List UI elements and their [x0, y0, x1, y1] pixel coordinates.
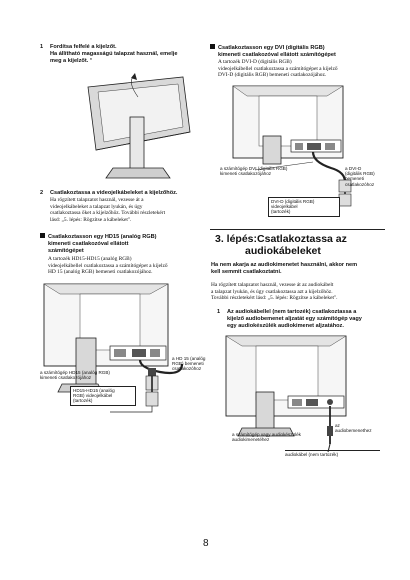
step2-title: Csatlakoztassa a videojelkábeleket a kij…	[50, 190, 178, 196]
dvi-body-3: DVI-D (digitális RGB) bemeneti csatlakoz…	[218, 72, 327, 79]
hd15-title-2: kimeneti csatlakozóval ellátott	[48, 240, 129, 247]
step1-note-ref: *	[89, 57, 92, 64]
audio-connection-figure	[225, 335, 347, 453]
dvi-cable-l1: DVI-D (digitális RGB)	[271, 199, 315, 204]
step3-item1-line2: kijelző audiobemenet aljzatát egy számít…	[227, 315, 362, 322]
audio-input-l2: audiobemenethez	[335, 428, 372, 434]
step3-body: Ha rögzített talapzatot használ, vezesse…	[211, 282, 399, 302]
step3-intro-2: kell semmit csatlakoztatni.	[211, 268, 282, 275]
dvi-cable-label: DVI-D (digitális RGB) videojelkábel (tar…	[268, 197, 340, 217]
step2-body-1: Ha rögzített talapzatot használ, vezesse…	[50, 197, 144, 203]
step3-intro-1: Ha nem akarja az audiokimenetet használn…	[211, 262, 358, 268]
hd15-cable-l1: HD15-HD15 (analóg	[73, 388, 115, 393]
hd15-cable-l2: RGB) videojelkábel	[73, 393, 113, 399]
hd15-cable-l3: (tartozék)	[73, 398, 93, 404]
step3-item1-number: 1	[217, 309, 221, 315]
step1-block: 1 Fordítsa felfelé a kijelzőt. Ha állíth…	[40, 44, 210, 64]
hd15-title-3: számítógépet	[48, 247, 84, 254]
step3-heading-1: 3. lépés:Csatlakoztassa az	[215, 233, 347, 245]
hd15-computer-label: a számítógép HD15 (analóg RGB) kimeneti …	[40, 370, 150, 380]
dvi-title-1: Csatlakoztasson egy DVI (digitális RGB)	[218, 45, 325, 51]
step1-number: 1	[40, 44, 44, 50]
section-hd15-body: A tartozék HD15-HD15 (analóg RGB) videoj…	[48, 256, 228, 276]
dvi-computer-label: a számítógép DVI (digitális RGB) kimenet…	[220, 166, 320, 176]
step1-line3: meg a kijelzőt.	[50, 57, 89, 64]
step2-body: Ha rögzített talapzatot használ, vezesse…	[50, 197, 225, 223]
dvi-cable-l3: (tartozék)	[271, 209, 291, 215]
step1-line2: Ha állítható magasságú talapzat használ,…	[50, 50, 178, 57]
section-bullet	[40, 233, 45, 238]
audio-comp-l2: audiokimenetéhez	[232, 437, 270, 443]
step1-line1: Fordítsa felfelé a kijelzőt.	[50, 44, 117, 50]
step3-intro: Ha nem akarja az audiokimenetet használn…	[211, 262, 396, 276]
step3-heading: 3. lépés:Csatlakoztassa az audiokábeleke…	[215, 233, 395, 257]
step2-number: 2	[40, 190, 44, 196]
section-bullet	[210, 44, 215, 49]
dvi-title-2: kimeneti csatlakozóval ellátott számítóg…	[218, 51, 336, 58]
dvi-connection-figure	[232, 85, 352, 207]
dvi-body-1: A tartozék DVI-D (digitális RGB)	[218, 59, 292, 65]
step2-body-3: csatlakoztassa őket a kijelzőhöz. Tovább…	[50, 210, 166, 217]
step3-item1-line1: Az audiokábellel (nem tartozék) csatlako…	[227, 309, 357, 315]
audio-input-label: az audiobemenethez	[335, 423, 395, 433]
step3-body-2: a talapzat lyukán, és úgy csatlakoztassa…	[211, 288, 333, 295]
audio-comp-l1: a számítógép vagy audiokészülék	[232, 432, 301, 437]
hd15-input-label: a HD 15 (analóg RGB) bemeneti csatlakozó…	[172, 356, 222, 372]
dvi-input-l1: a DVI-D	[345, 166, 362, 171]
dvi-input-label: a DVI-D (digitális RGB) bemeneti csatlak…	[345, 166, 395, 187]
dvi-cable-l2: videojelkábel	[271, 204, 298, 210]
hd15-body-1: A tartozék HD15-HD15 (analóg RGB)	[48, 256, 132, 262]
hd15-comp-l2: kimeneti csatlakozójához	[40, 375, 92, 381]
dvi-input-l2: (digitális RGB)	[345, 171, 375, 177]
dvi-input-l4: csatlakozóhoz	[345, 181, 375, 187]
section-dvi-body: A tartozék DVI-D (digitális RGB) videoje…	[218, 59, 398, 79]
hd15-input-l1: a HD 15 (analóg	[172, 356, 206, 361]
step3-body-3: További részletekért lásd: „5. lépés: Rö…	[211, 295, 338, 302]
section-hd15-title: Csatlakoztasson egy HD15 (analóg RGB) ki…	[40, 233, 220, 255]
hd15-body-2: videojelkábellel csatlakoztassa a számít…	[48, 262, 168, 269]
hd15-input-l3: csatlakozóhoz	[172, 366, 202, 372]
step2-body-2: videojelkábeleket a talapzat lyukán, és …	[50, 203, 143, 210]
step3-item1-line3: egy audiokészülék audiokimenet aljzatáho…	[227, 322, 344, 329]
step3-rule	[210, 229, 385, 230]
hd15-cable-label: HD15-HD15 (analóg RGB) videojelkábel (ta…	[70, 386, 136, 406]
dvi-comp-l1: a számítógép DVI (digitális RGB)	[220, 166, 288, 171]
step3-body-1: Ha rögzített talapzatot használ, vezesse…	[211, 282, 334, 288]
step2-body-4: lásd: „5. lépés: Rögzítse a kábeleket".	[50, 216, 132, 223]
dvi-input-l3: bemeneti	[345, 176, 364, 182]
step3-item1: 1 Az audiokábellel (nem tartozék) csatla…	[217, 309, 402, 329]
page-number: 8	[203, 538, 209, 549]
audio-cable-label: audiokábel (nem tartozék)	[285, 450, 380, 457]
hd15-title-1: Csatlakoztasson egy HD15 (analóg RGB)	[48, 234, 157, 240]
monitor-back-figure	[87, 73, 191, 179]
audio-input-l1: az	[335, 423, 340, 428]
section-dvi-title: Csatlakoztasson egy DVI (digitális RGB) …	[210, 44, 390, 59]
dvi-comp-l2: kimeneti csatlakozójához	[220, 171, 272, 177]
audio-computer-label: a számítógép vagy audiokészülék audiokim…	[232, 432, 342, 442]
hd15-comp-l1: a számítógép HD15 (analóg RGB)	[40, 370, 110, 375]
dvi-body-2: videojelkábellel csatlakoztassa a számít…	[218, 65, 338, 72]
step2-block: 2 Csatlakoztassa a videojelkábeleket a k…	[40, 190, 220, 197]
hd15-body-3: HD 15 (analóg RGB) bemeneti csatlakozójá…	[48, 269, 153, 276]
step3-heading-2: audiokábeleket	[245, 245, 321, 257]
hd15-input-l2: RGB) bemeneti	[172, 361, 204, 367]
